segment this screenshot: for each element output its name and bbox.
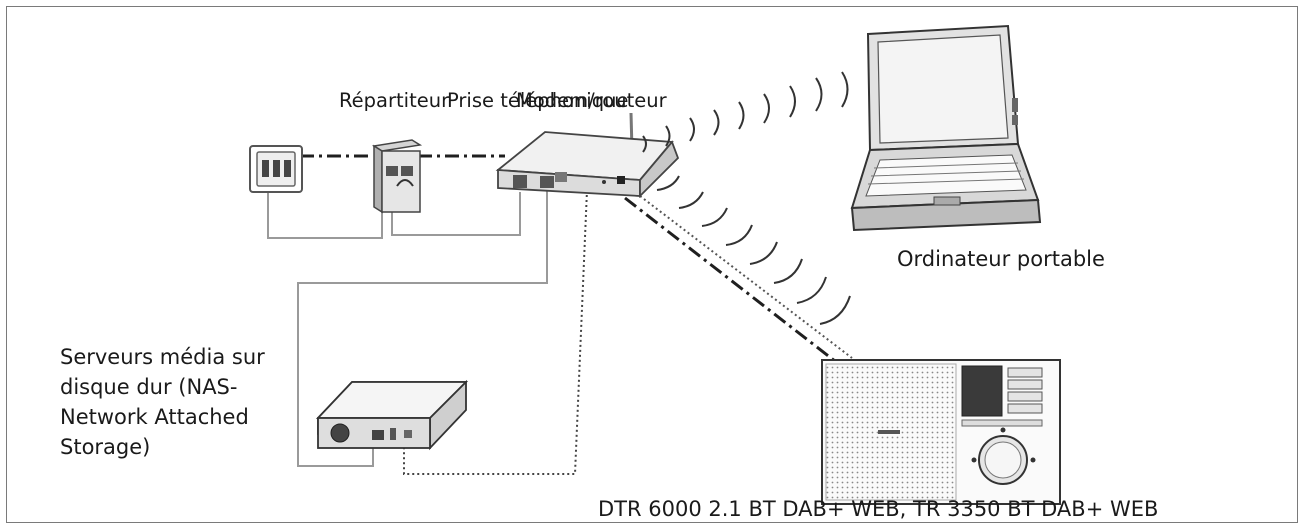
wifi-waves-radio-icon	[656, 175, 851, 325]
label-modem-routeur: Modem/routeur	[516, 89, 667, 112]
label-radio-models: DTR 6000 2.1 BT DAB+ WEB, TR 3350 BT DAB…	[598, 497, 1159, 521]
router-icon	[495, 112, 680, 199]
router-radio-dotted	[639, 195, 853, 359]
label-repartiteur: Répartiteur	[339, 89, 450, 112]
cable-splitter-router	[391, 192, 521, 236]
laptop-icon	[850, 24, 1042, 232]
cable-router-nas	[297, 190, 548, 467]
radio-icon	[821, 359, 1061, 505]
router-radio-link	[624, 196, 841, 367]
label-nas: Serveurs média sur disque dur (NAS-Netwo…	[60, 345, 265, 459]
cables	[267, 190, 548, 467]
cable-socket-splitter	[267, 192, 383, 239]
phone-socket-icon	[249, 145, 303, 193]
diagram-frame	[6, 6, 1298, 523]
label-ordinateur-portable: Ordinateur portable	[897, 247, 1105, 271]
label-prise-telephonique: Prise téléphonique	[447, 89, 629, 112]
nas-icon	[315, 379, 469, 451]
wifi-waves-icon	[642, 71, 849, 153]
splitter-icon	[371, 139, 423, 214]
